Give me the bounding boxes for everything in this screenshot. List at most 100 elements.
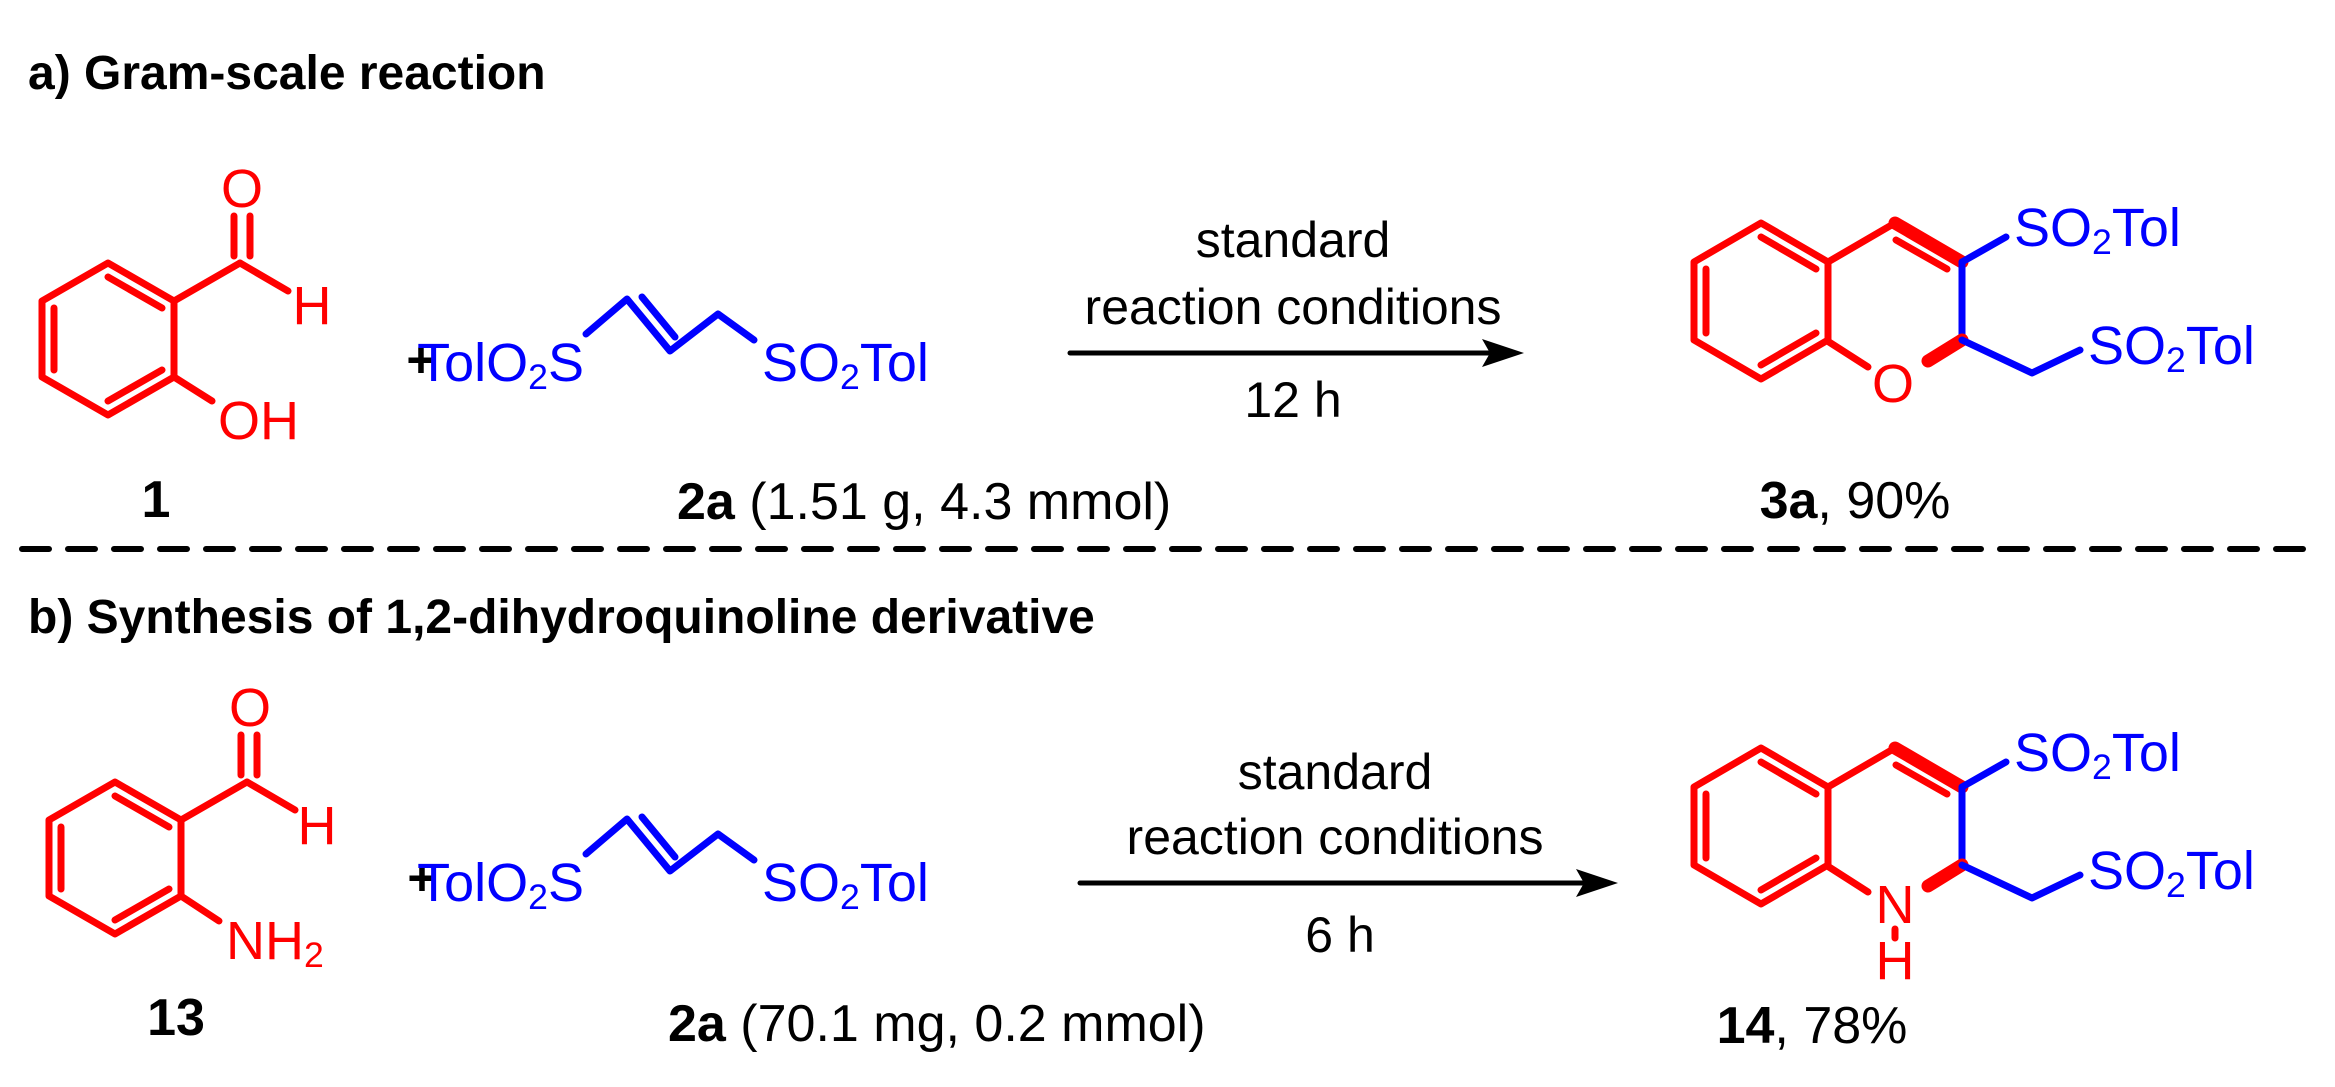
c3-sulfone-bond — [1958, 758, 2010, 791]
c4a-c4-bond — [1824, 744, 1899, 791]
reaction-time-b: 6 h — [1305, 907, 1375, 963]
alkene-double-bond — [638, 813, 679, 861]
c3-sulfone-bond — [1958, 233, 2010, 266]
hydroxyl-label: OH — [218, 391, 299, 451]
new-c2-o-bond-bold — [1921, 333, 1969, 368]
nh-hydrogen-label: H — [1875, 931, 1915, 991]
aromatic-inner-bond — [111, 792, 173, 831]
so2tol-pre: SO — [2088, 316, 2167, 376]
plus-sign: + — [406, 332, 436, 388]
amine-nh: NH — [226, 911, 304, 971]
tolo2s-label: TolO2S — [417, 336, 584, 395]
reaction-time-a: 12 h — [1244, 372, 1342, 428]
aromatic-inner-bond — [104, 366, 166, 405]
so2tol-post: Tol — [859, 853, 929, 913]
conditions-a-line2: reaction conditions — [1084, 279, 1502, 335]
compound-1-label: 1 — [141, 471, 171, 529]
so2tol-label: SO2Tol — [762, 336, 929, 395]
so2tol-post: Tol — [859, 333, 929, 393]
carbonyl-o-label: O — [220, 159, 264, 219]
so2tol-subscript: 2 — [2092, 221, 2112, 262]
c-oh-bond — [170, 373, 216, 405]
benzo-ring — [1690, 744, 1832, 908]
structure-aminobenzaldehyde — [45, 731, 299, 938]
ring-nitrogen-label: N — [1875, 875, 1915, 935]
reaction-arrow-b — [1077, 869, 1618, 897]
reagent-2a-label: 2a (1.51 g, 4.3 mmol) — [677, 476, 1171, 528]
structure-dihydroquinoline-14 — [1690, 741, 2084, 942]
c4-c3-inner-double — [1892, 761, 1951, 798]
structure-salicylaldehyde — [38, 212, 292, 419]
c4-c3-inner-double — [1892, 236, 1951, 273]
o-c8a-bond — [1825, 338, 1872, 371]
amine-subscript: 2 — [304, 934, 324, 975]
c-nh2-bond — [177, 892, 223, 925]
carbonyl-o-label: O — [228, 678, 272, 738]
conditions-b-line2: reaction conditions — [1126, 809, 1544, 865]
carbonyl-double-bond — [237, 731, 261, 779]
aromatic-inner-bond — [1757, 233, 1820, 273]
reagent-2a-amount: (70.1 mg, 0.2 mmol) — [725, 995, 1206, 1053]
conditions-a-line1: standard — [1195, 212, 1391, 268]
aromatic-inner-bond — [1757, 854, 1820, 894]
product-so2tol-bottom-label: SO2Tol — [2088, 844, 2255, 903]
arrow-head — [1576, 869, 1618, 897]
product-3a-yield: , 90% — [1817, 472, 1951, 530]
product-14-yield: , 78% — [1774, 997, 1908, 1055]
c2-ch2-sulfone-bond — [1958, 861, 2084, 902]
product-3a-label: 3a, 90% — [1760, 475, 1951, 527]
tolo2s-label: TolO2S — [417, 856, 584, 915]
so2tol-subscript: 2 — [2166, 864, 2186, 905]
tolo2s-post: S — [547, 853, 584, 913]
aldehyde-h-bond — [236, 259, 292, 295]
so2tol-subscript: 2 — [2092, 746, 2112, 787]
compound-13-label: 13 — [147, 989, 205, 1047]
so2tol-post: Tol — [2111, 723, 2181, 783]
product-so2tol-bottom-label: SO2Tol — [2088, 319, 2255, 378]
so2tol-label: SO2Tol — [762, 856, 929, 915]
aldehyde-h-bond — [243, 778, 299, 814]
new-c4-c3-double-bond-bold — [1888, 741, 1969, 794]
so2tol-post: Tol — [2185, 316, 2255, 376]
c2-ch2-sulfone-bond — [1958, 336, 2084, 377]
tolo2s-pre: TolO — [417, 333, 529, 393]
tolo2s-subscript: 2 — [528, 356, 548, 397]
so2tol-subscript: 2 — [840, 356, 860, 397]
alkene-double-bond — [638, 293, 679, 341]
reagent-2a-amount: (1.51 g, 4.3 mmol) — [734, 473, 1172, 531]
benzo-ring — [1690, 219, 1832, 383]
so2tol-pre: SO — [2088, 841, 2167, 901]
reaction-arrow-a — [1067, 339, 1524, 367]
benzene-ring — [45, 778, 185, 938]
section-a-heading: a) Gram-scale reaction — [28, 47, 546, 100]
aromatic-inner-bond — [1757, 329, 1820, 369]
amine-label: NH2 — [226, 914, 324, 973]
so2tol-pre: SO — [762, 853, 841, 913]
cho-bond — [170, 259, 244, 305]
product-so2tol-top-label: SO2Tol — [2014, 726, 2181, 785]
new-c2-n-bond-bold — [1921, 858, 1969, 893]
reagent-2a-id: 2a — [677, 473, 735, 531]
reagent-2a-label: 2a (70.1 mg, 0.2 mmol) — [668, 998, 1206, 1050]
so2tol-post: Tol — [2185, 841, 2255, 901]
tolo2s-pre: TolO — [417, 853, 529, 913]
so2tol-post: Tol — [2111, 198, 2181, 258]
new-c4-c3-double-bond-bold — [1888, 216, 1969, 269]
plus-sign: + — [407, 850, 437, 906]
so2tol-pre: SO — [762, 333, 841, 393]
alkene-chain — [582, 815, 758, 875]
structure-bis-sulfone-2a — [582, 813, 758, 875]
so2tol-subscript: 2 — [2166, 339, 2186, 380]
ring-oxygen-label: O — [1871, 354, 1915, 414]
carbonyl-double-bond — [230, 212, 254, 260]
arrow-head — [1482, 339, 1524, 367]
reagent-2a-id: 2a — [668, 995, 726, 1053]
product-3a-id: 3a — [1759, 472, 1818, 530]
pyran-c4a-c4-bond — [1824, 219, 1899, 266]
conditions-b-line1: standard — [1237, 744, 1433, 800]
aldehyde-h-label: H — [297, 796, 337, 856]
alkene-chain — [582, 295, 758, 355]
benzene-ring — [38, 259, 178, 419]
